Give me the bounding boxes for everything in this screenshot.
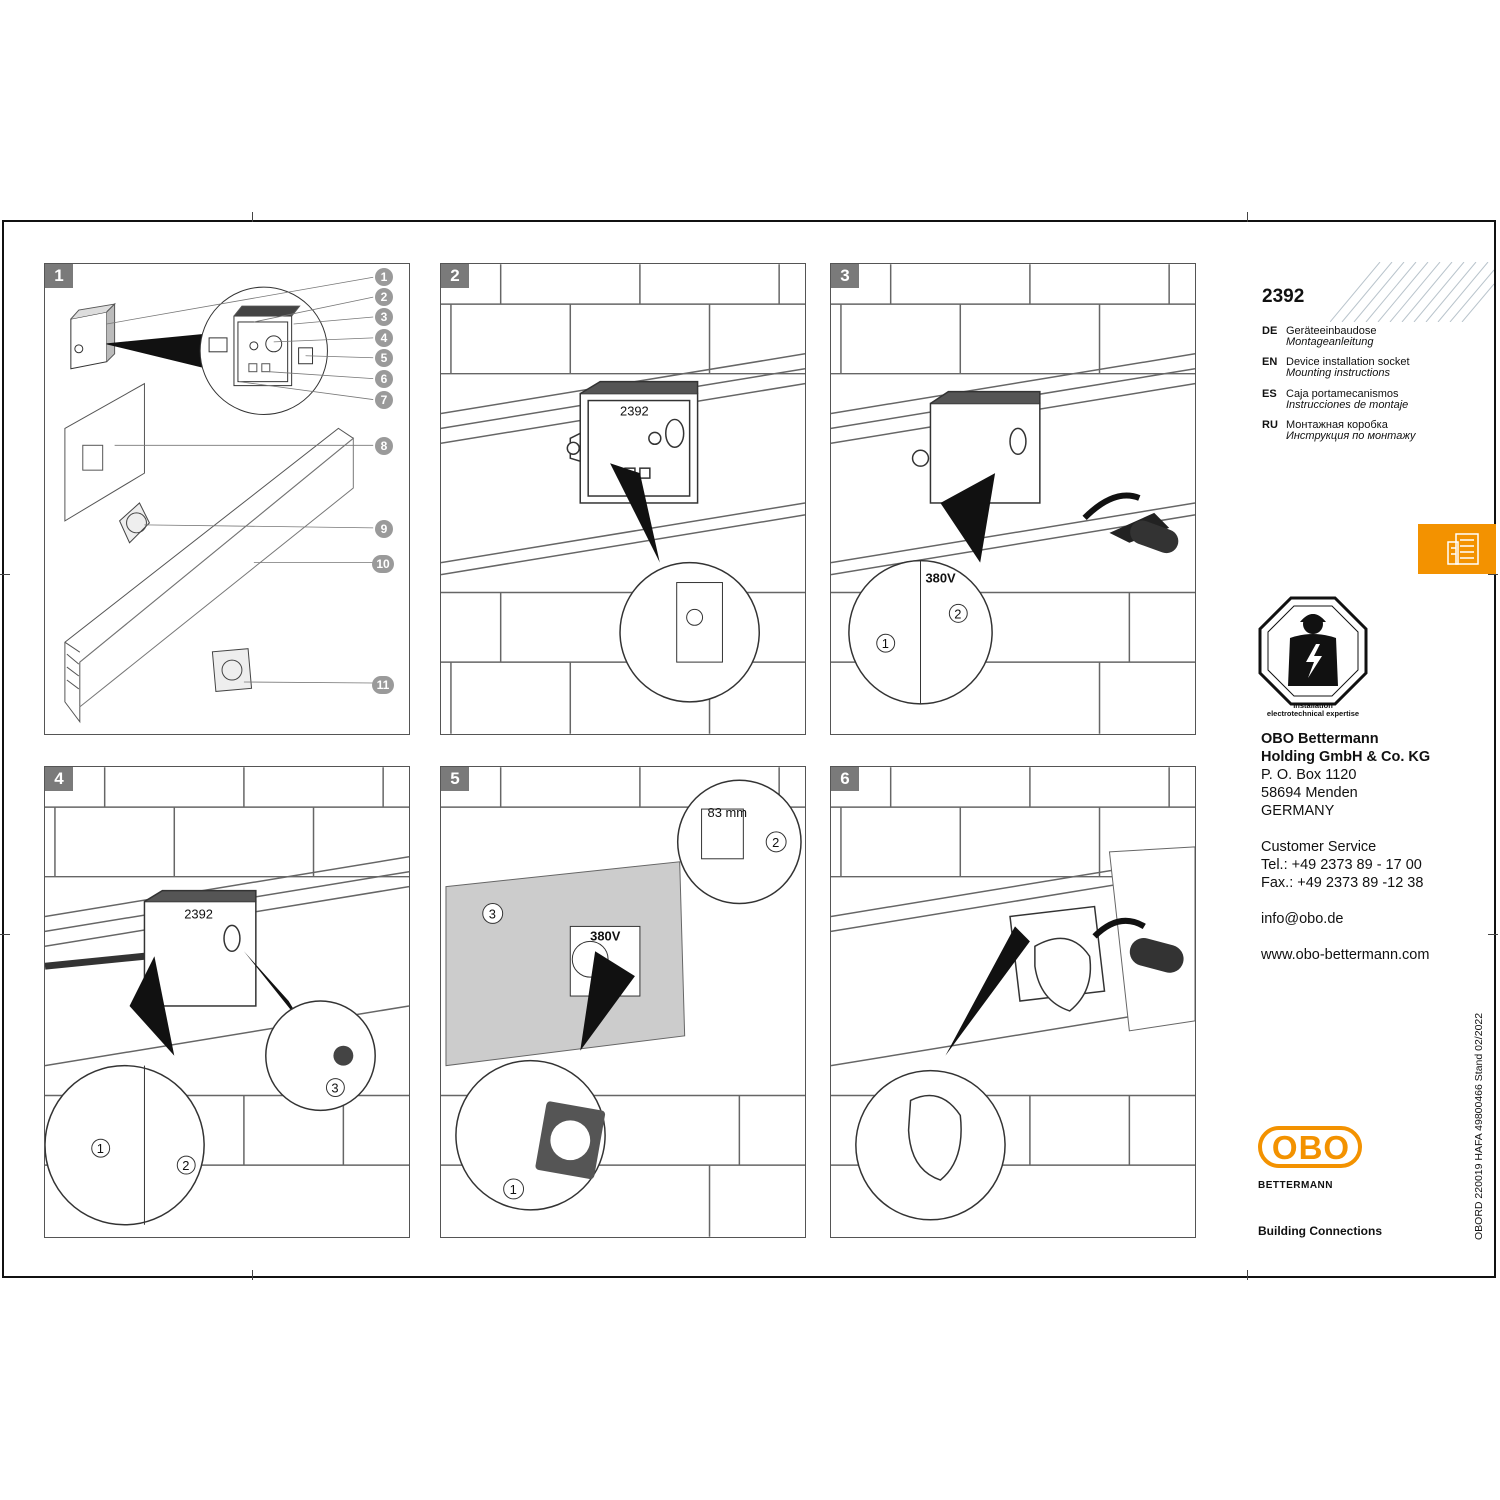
sub-callout-1: 1 [510, 1182, 517, 1197]
po-box: P. O. Box 1120 [1261, 767, 1357, 783]
obo-logo: OBO [1258, 1124, 1364, 1170]
callout-3: 3 [375, 308, 393, 326]
service-tel: Tel.: +49 2373 89 - 17 00 [1261, 857, 1422, 873]
crop-mark [1488, 574, 1498, 575]
callout-10: 10 [372, 555, 394, 573]
step-2-panel: 2 2392 [440, 263, 806, 735]
sub-callout-2: 2 [954, 606, 961, 621]
voltage-label-5: 380V [590, 928, 621, 943]
document-tab [1418, 524, 1496, 574]
sub-callout-2: 2 [182, 1158, 189, 1173]
service-title: Customer Service [1261, 839, 1377, 855]
country: GERMANY [1261, 803, 1335, 819]
company-name-1: OBO Bettermann [1261, 731, 1379, 747]
instruction-sheet [2, 220, 1496, 1278]
callout-8: 8 [375, 437, 393, 455]
step-6-panel: 6 [830, 766, 1196, 1238]
callout-5: 5 [375, 349, 393, 367]
callout-9: 9 [375, 520, 393, 538]
box-number-label-4: 2392 [184, 906, 213, 921]
step-number: 1 [45, 264, 73, 288]
crop-mark [1247, 1270, 1248, 1280]
sub-callout-3: 3 [331, 1081, 338, 1096]
step-number: 6 [831, 767, 859, 791]
crop-mark [0, 574, 10, 575]
cover-plate-illustration: 3 380V 83 mm 2 1 [441, 767, 805, 1237]
cable-entry-illustration: 2392 1 2 3 [45, 767, 409, 1226]
crop-mark [1247, 212, 1248, 222]
hatch-pattern [1330, 262, 1494, 322]
service-fax: Fax.: +49 2373 89 -12 38 [1261, 875, 1424, 891]
mount-box-illustration: 2392 [441, 264, 805, 734]
city: 58694 Menden [1261, 785, 1358, 801]
crop-mark [252, 1270, 253, 1280]
crop-mark [1488, 934, 1498, 935]
callout-1: 1 [375, 268, 393, 286]
step-number: 2 [441, 264, 469, 288]
service-web[interactable]: www.obo-bettermann.com [1261, 947, 1430, 963]
callout-4: 4 [375, 329, 393, 347]
step-number: 3 [831, 264, 859, 288]
sub-callout-1: 1 [97, 1141, 104, 1156]
dimension-label: 83 mm [708, 805, 747, 820]
document-code: OBORD 220019 HAFA 49800466 Stand 02/2022 [1473, 1012, 1485, 1240]
step-number: 5 [441, 767, 469, 791]
parts-illustration [64, 276, 374, 724]
step-3-panel: 3 380V 1 2 [830, 263, 1196, 735]
logo-sub: BETTERMANN [1258, 1180, 1333, 1191]
document-icon [1447, 533, 1479, 565]
tagline: Building Connections [1258, 1224, 1382, 1238]
sub-callout-2: 2 [772, 835, 779, 850]
electrician-warning-icon [1258, 596, 1368, 706]
callout-6: 6 [375, 370, 393, 388]
voltage-label: 380V [925, 571, 956, 586]
crop-mark [0, 934, 10, 935]
step-1-panel: 1 [44, 263, 410, 735]
callout-11: 11 [372, 676, 394, 694]
step-5-panel: 5 3 380V 83 mm 2 1 [440, 766, 806, 1238]
screw-terminals-illustration: 380V 1 2 [831, 264, 1195, 734]
callout-2: 2 [375, 288, 393, 306]
callout-7: 7 [375, 391, 393, 409]
expertise-badge: Installation electrotechnical expertise [1266, 701, 1360, 718]
step-number: 4 [45, 767, 73, 791]
company-name-2: Holding GmbH & Co. KG [1261, 749, 1431, 765]
socket-mounting-illustration [831, 767, 1195, 1221]
sub-callout-1: 1 [882, 636, 889, 651]
step-4-panel: 4 2392 1 2 3 [44, 766, 410, 1238]
box-number-label: 2392 [620, 403, 649, 418]
service-email[interactable]: info@obo.de [1261, 911, 1344, 927]
sub-callout-3: 3 [489, 906, 496, 921]
crop-mark [252, 212, 253, 222]
product-number: 2392 [1262, 286, 1305, 307]
